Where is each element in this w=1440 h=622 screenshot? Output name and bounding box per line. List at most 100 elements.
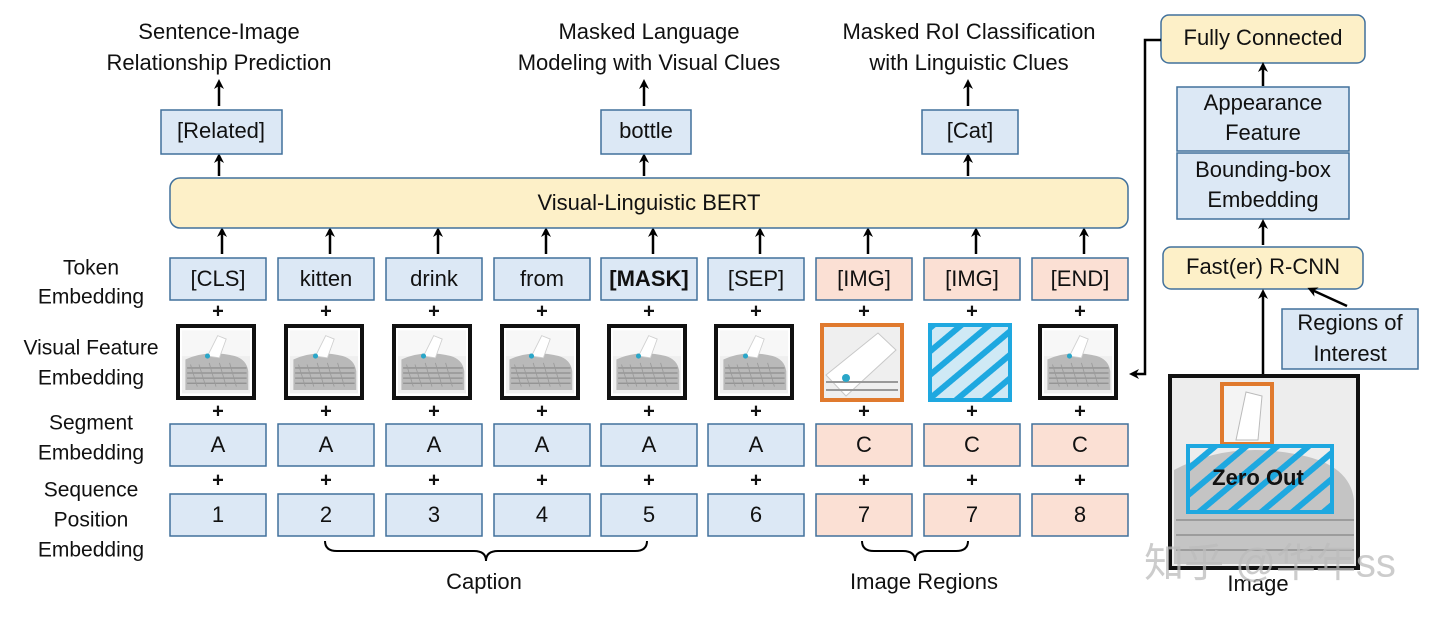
position-cell	[277, 493, 375, 537]
roi-label: Regions of	[1297, 310, 1403, 335]
token-label: kitten	[300, 266, 353, 291]
token-cell	[923, 257, 1021, 301]
position-cell	[493, 493, 591, 537]
segment-label: C	[856, 432, 872, 457]
token-cell	[600, 257, 698, 301]
token-cell	[493, 257, 591, 301]
plus-sign: +	[643, 300, 655, 322]
position-cell	[600, 493, 698, 537]
plus-sign: +	[212, 300, 224, 322]
plus-sign: +	[966, 300, 978, 322]
position-cell	[923, 493, 1021, 537]
token-cell	[815, 257, 913, 301]
visual-feature-image	[928, 323, 1012, 402]
input-image	[1168, 374, 1360, 570]
position-label: 2	[320, 502, 332, 527]
segment-label: C	[964, 432, 980, 457]
token-label: [SEP]	[728, 266, 784, 291]
position-label: 7	[966, 502, 978, 527]
segment-cell	[277, 423, 375, 467]
output-label: [Related]	[177, 118, 265, 143]
token-cell	[277, 257, 375, 301]
visual-feature-image	[284, 324, 364, 400]
zero-out-label: Zero Out	[1212, 465, 1304, 490]
segment-cell	[923, 423, 1021, 467]
token-label: [IMG]	[837, 266, 891, 291]
segment-label: A	[749, 432, 764, 457]
bert-block	[169, 177, 1129, 229]
rcnn-label: Fast(er) R-CNN	[1186, 254, 1340, 279]
visual-feature-image	[607, 324, 687, 400]
output-box	[921, 109, 1019, 155]
visual-feature-image	[820, 323, 904, 402]
position-cell	[1031, 493, 1129, 537]
plus-sign: +	[750, 300, 762, 322]
caption-label: Caption	[446, 569, 522, 594]
appearance-label: Feature	[1225, 120, 1301, 145]
segment-cell	[600, 423, 698, 467]
row-label-visual: Embedding	[38, 367, 144, 390]
visual-feature-image	[500, 324, 580, 400]
plus-sign: +	[536, 469, 548, 491]
plus-sign: +	[1074, 300, 1086, 322]
appearance-feature-box	[1176, 86, 1350, 152]
visual-feature-image	[392, 324, 472, 400]
segment-label: A	[535, 432, 550, 457]
token-cell	[707, 257, 805, 301]
task-title: Masked Language	[558, 19, 739, 44]
plus-sign: +	[750, 469, 762, 491]
plus-sign: +	[1074, 400, 1086, 422]
plus-sign: +	[858, 400, 870, 422]
position-label: 7	[858, 502, 870, 527]
token-cell	[169, 257, 267, 301]
roi-box	[1281, 308, 1419, 370]
row-label-token: Embedding	[38, 286, 144, 309]
token-cell	[1031, 257, 1129, 301]
segment-label: A	[642, 432, 657, 457]
plus-sign: +	[320, 400, 332, 422]
plus-sign: +	[966, 400, 978, 422]
plus-sign: +	[536, 300, 548, 322]
visual-feature-image	[714, 324, 794, 400]
token-label: from	[520, 266, 564, 291]
plus-sign: +	[212, 400, 224, 422]
token-label: [END]	[1051, 266, 1110, 291]
task-title: Sentence-Image	[138, 19, 299, 44]
segment-label: C	[1072, 432, 1088, 457]
segment-cell	[707, 423, 805, 467]
position-cell	[707, 493, 805, 537]
bbox-label: Bounding-box	[1195, 157, 1331, 182]
task-title: with Linguistic Clues	[868, 50, 1068, 75]
caption-brace	[324, 540, 648, 562]
bert-label: Visual-Linguistic BERT	[538, 190, 761, 215]
roi-label: Interest	[1313, 341, 1386, 366]
feedback-arrow-icon	[1129, 38, 1161, 379]
visual-feature-image	[1038, 324, 1118, 400]
token-label: [IMG]	[945, 266, 999, 291]
position-cell	[385, 493, 483, 537]
position-label: 6	[750, 502, 762, 527]
plus-sign: +	[428, 469, 440, 491]
segment-cell	[169, 423, 267, 467]
segment-cell	[385, 423, 483, 467]
plus-sign: +	[212, 469, 224, 491]
plus-sign: +	[858, 469, 870, 491]
position-label: 1	[212, 502, 224, 527]
row-label-segment: Embedding	[38, 442, 144, 465]
segment-label: A	[319, 432, 334, 457]
row-label-token: Token	[63, 257, 119, 280]
plus-sign: +	[1074, 469, 1086, 491]
plus-sign: +	[750, 400, 762, 422]
segment-cell	[1031, 423, 1129, 467]
position-cell	[815, 493, 913, 537]
row-label-position: Position	[54, 509, 129, 532]
position-label: 8	[1074, 502, 1086, 527]
row-label-position: Embedding	[38, 539, 144, 562]
plus-sign: +	[643, 469, 655, 491]
bbox-label: Embedding	[1207, 187, 1318, 212]
output-box	[600, 109, 692, 155]
plus-sign: +	[428, 300, 440, 322]
position-label: 3	[428, 502, 440, 527]
plus-sign: +	[966, 469, 978, 491]
